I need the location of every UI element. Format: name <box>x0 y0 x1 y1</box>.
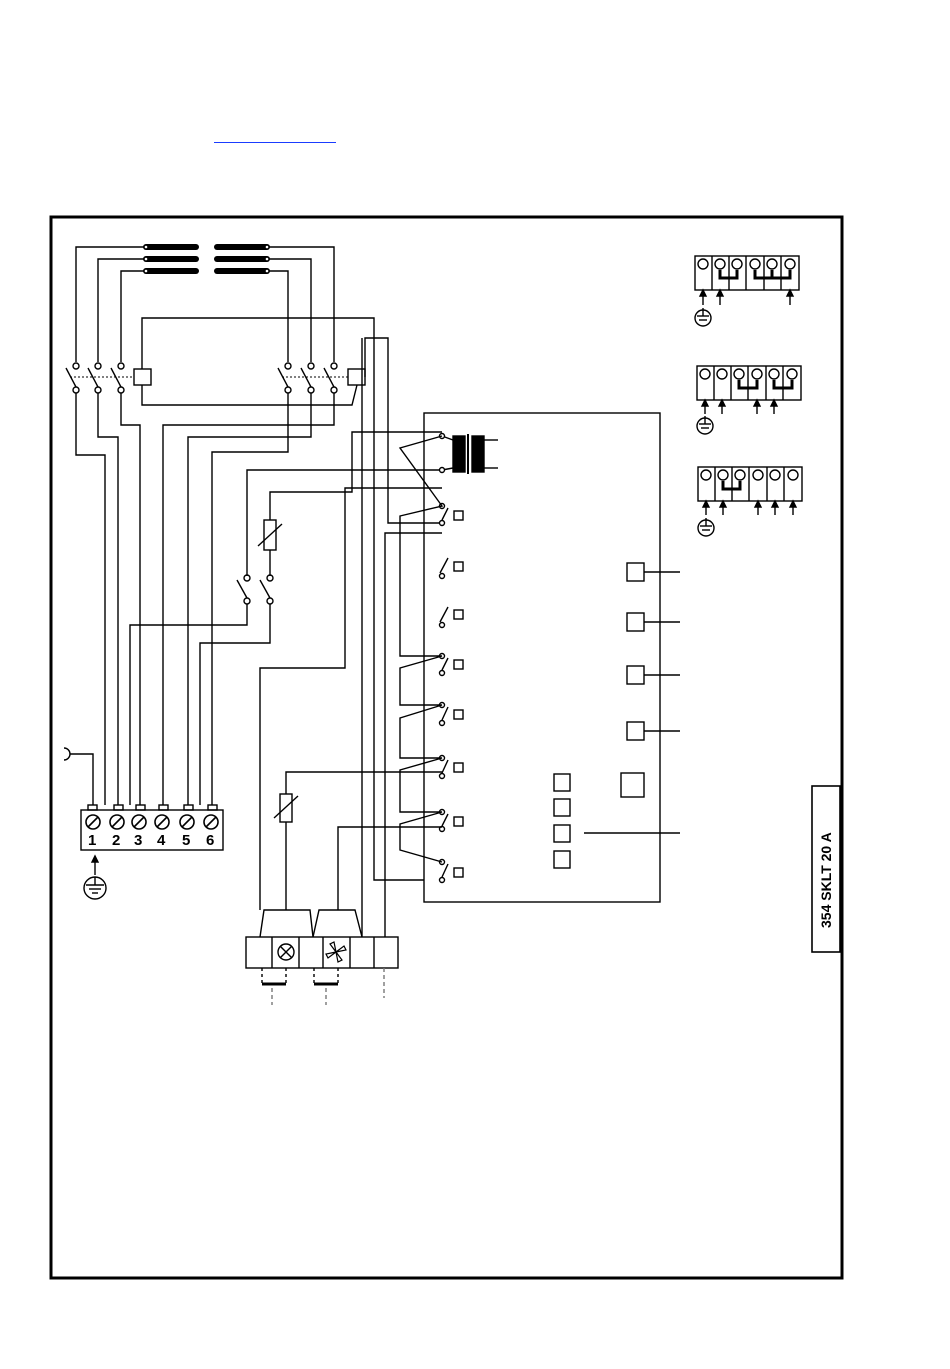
fan-icon <box>326 942 346 962</box>
heating-element-leads <box>76 245 334 362</box>
terminal-number-4: 4 <box>157 832 166 849</box>
contactor-right <box>278 363 365 393</box>
terminal-number-5: 5 <box>182 832 190 849</box>
connection-variant-3 <box>698 467 802 536</box>
contactor-left <box>66 363 151 393</box>
lamp-icon <box>278 944 294 960</box>
terminal-number-3: 3 <box>134 832 142 849</box>
fuse-top <box>258 520 282 550</box>
relay-contacts <box>440 504 464 883</box>
coil-link <box>142 318 424 880</box>
contactor-to-terminal-wires <box>76 393 334 805</box>
fuse-icon <box>274 794 298 822</box>
mains-terminal-block <box>81 805 223 850</box>
thermostat-switch <box>237 575 273 604</box>
board-connectors <box>554 563 680 868</box>
terminal-number-1: 1 <box>88 832 96 849</box>
load-connector-block <box>246 910 398 968</box>
diagram-frame <box>51 217 842 1278</box>
code-label: 354 SKLT 20 A <box>818 832 834 928</box>
heating-elements <box>146 247 267 271</box>
board-common-zigzag <box>400 436 442 862</box>
connection-variant-1 <box>695 256 799 326</box>
control-board <box>424 413 660 902</box>
transformer-icon <box>440 434 499 475</box>
connection-variant-2 <box>697 366 801 434</box>
load-leads <box>262 968 384 1005</box>
terminal-number-6: 6 <box>206 832 214 849</box>
terminal-number-2: 2 <box>112 832 120 849</box>
earth-ground-icon <box>84 856 106 899</box>
